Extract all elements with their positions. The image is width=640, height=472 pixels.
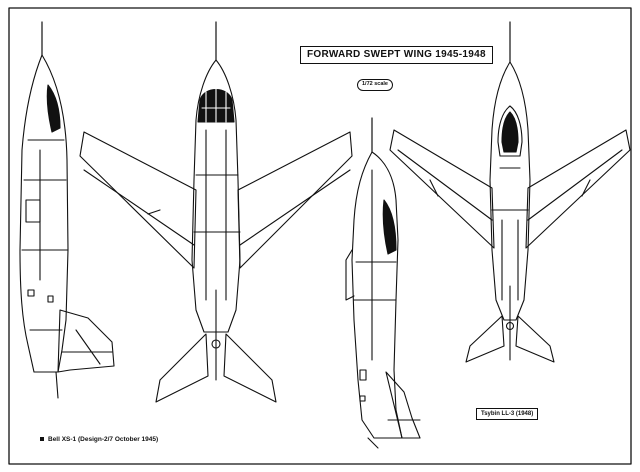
caption-bell-text: Bell XS-1 (Design-2/7 October 1945) [48,436,159,443]
tsybin-side-view [345,117,421,449]
caption-tsybin: Tsybin LL-3 (1948) [476,408,539,420]
caption-bell: Bell XS-1 (Design-2/7 October 1945) [40,436,158,443]
sheet-title: FORWARD SWEPT WING 1945-1948 [300,46,493,64]
bell-top-view [79,21,353,403]
tsybin-top-view [389,21,631,363]
bell-side-view [19,21,115,399]
caption-bullet [40,437,44,442]
scale-note: 1/72 scale [357,79,393,91]
sheet-frame [8,7,632,465]
